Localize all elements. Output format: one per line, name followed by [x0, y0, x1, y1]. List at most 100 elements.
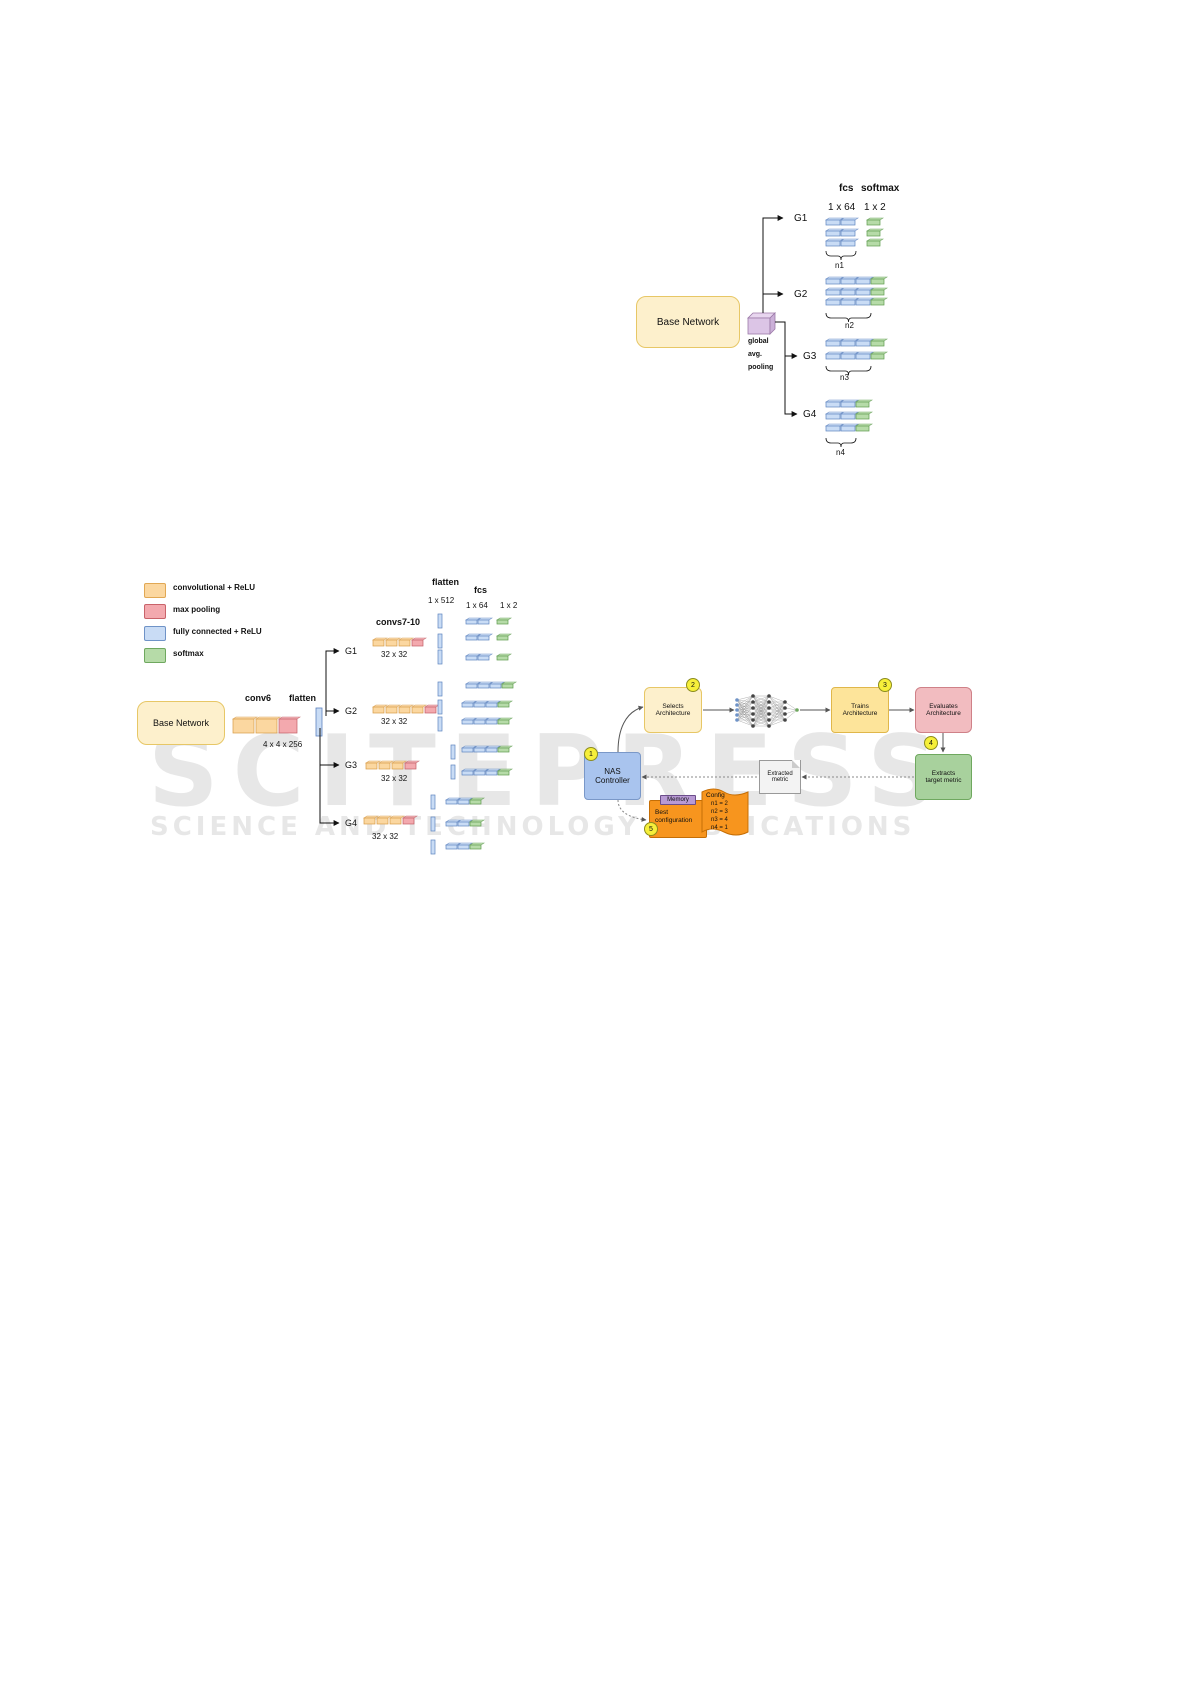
top-fc-block-g1	[840, 217, 859, 226]
softmax-block	[496, 617, 512, 625]
nn-node	[735, 713, 739, 717]
fc-block	[485, 700, 501, 708]
nn-edge	[752, 713, 770, 727]
nn-node	[767, 694, 771, 698]
nn-edge	[736, 701, 754, 716]
top-count-n3: n3	[840, 373, 849, 382]
trains-architecture-box: Trains Architecture	[831, 687, 889, 733]
trains-label-2: Architecture	[842, 710, 878, 717]
softmax-block	[501, 681, 517, 689]
top-softmax-block-g1	[866, 228, 884, 237]
top-fc-block-g1	[840, 228, 859, 237]
top-fc-block-g3	[840, 351, 859, 360]
nn-edge	[768, 701, 786, 721]
config-line-2: n2 = 3	[711, 809, 728, 815]
nn-node	[735, 718, 739, 722]
nas-controller-box: NAS Controller	[584, 752, 641, 800]
fc-block	[473, 717, 489, 725]
nn-node	[783, 700, 787, 704]
nn-edge	[736, 713, 754, 721]
memory-label: Memory	[667, 797, 689, 803]
top-brace-3	[825, 365, 872, 376]
fc-block	[457, 797, 473, 805]
top-group-g3: G3	[803, 351, 817, 362]
fc-block	[485, 745, 501, 753]
nn-node	[735, 708, 739, 712]
config-title: Config	[706, 792, 725, 799]
nn-edge	[784, 709, 798, 721]
nn-edge	[736, 707, 754, 711]
flatten-vector	[437, 699, 443, 715]
top-dim-fcs: 1 x 64	[828, 202, 856, 213]
pooling-label-3: pooling	[748, 364, 774, 371]
nn-node	[795, 708, 799, 712]
selects-label-2: Architecture	[655, 710, 691, 717]
nn-node	[751, 718, 755, 722]
conv-block-g2	[398, 704, 414, 714]
evaluates-label-2: Architecture	[926, 710, 961, 717]
nn-edge	[736, 699, 754, 703]
nn-edge	[736, 707, 754, 721]
nn-edge	[736, 707, 754, 716]
top-fc-block-g2	[855, 276, 874, 285]
legend-label-softmax: softmax	[173, 649, 204, 658]
fc-block	[461, 717, 477, 725]
top-softmax-block-g4	[855, 411, 873, 420]
selects-label-1: Selects	[662, 703, 684, 710]
top-softmax-block-g1	[866, 217, 884, 226]
fc-block	[445, 842, 461, 850]
conv-block-g4	[363, 815, 379, 825]
top-fc-block-g2	[855, 297, 874, 306]
top-fc-block-g2	[825, 276, 844, 285]
top-header-softmax: softmax	[861, 183, 900, 194]
fc-block	[445, 819, 461, 827]
top-fc-block-g4	[840, 411, 859, 420]
flatten-bar	[315, 707, 323, 737]
nn-node	[783, 712, 787, 716]
nn-edge	[736, 719, 754, 727]
fc-block	[473, 768, 489, 776]
config-line-4: n4 = 1	[711, 825, 728, 831]
step-badge-5: 5	[644, 822, 658, 836]
flatten-vector	[430, 816, 436, 832]
config-line-1: n1 = 2	[711, 801, 728, 807]
nn-edge	[736, 695, 754, 721]
fc-block	[477, 617, 493, 625]
global-pooling-cube	[747, 312, 776, 335]
top-fc-block-g2	[825, 287, 844, 296]
flatten-vector	[437, 633, 443, 649]
conv-block-g3	[391, 760, 407, 770]
nn-edge	[752, 707, 770, 727]
fc-block	[477, 653, 493, 661]
nn-node	[751, 700, 755, 704]
nn-edge	[736, 701, 754, 706]
top-softmax-block-g2	[870, 276, 888, 285]
evaluates-architecture-box: Evaluates Architecture	[915, 687, 972, 733]
top-fc-block-g4	[840, 423, 859, 432]
top-softmax-block-g3	[870, 338, 888, 347]
nn-node	[783, 706, 787, 710]
top-fc-block-g1	[825, 217, 844, 226]
nn-edge	[736, 704, 754, 709]
top-count-n2: n2	[845, 321, 854, 330]
flatten-vector	[450, 744, 456, 760]
fc-block	[445, 797, 461, 805]
top-softmax-block-g2	[870, 297, 888, 306]
top-dim-softmax: 1 x 2	[864, 202, 886, 213]
top-fc-block-g3	[825, 351, 844, 360]
nn-node	[751, 706, 755, 710]
conv6-pool-block	[278, 716, 301, 734]
flatten-vector	[437, 716, 443, 732]
base-network-label-top: Base Network	[656, 316, 720, 328]
softmax-block	[497, 768, 513, 776]
nn-edge	[768, 701, 786, 727]
nn-edge	[768, 707, 786, 727]
step-number-2: 2	[691, 681, 695, 689]
pooling-label-2: avg.	[748, 351, 763, 358]
top-fc-block-g2	[840, 287, 859, 296]
softmax-block	[469, 842, 485, 850]
legend-label-fc: fully connected + ReLU	[173, 627, 262, 636]
